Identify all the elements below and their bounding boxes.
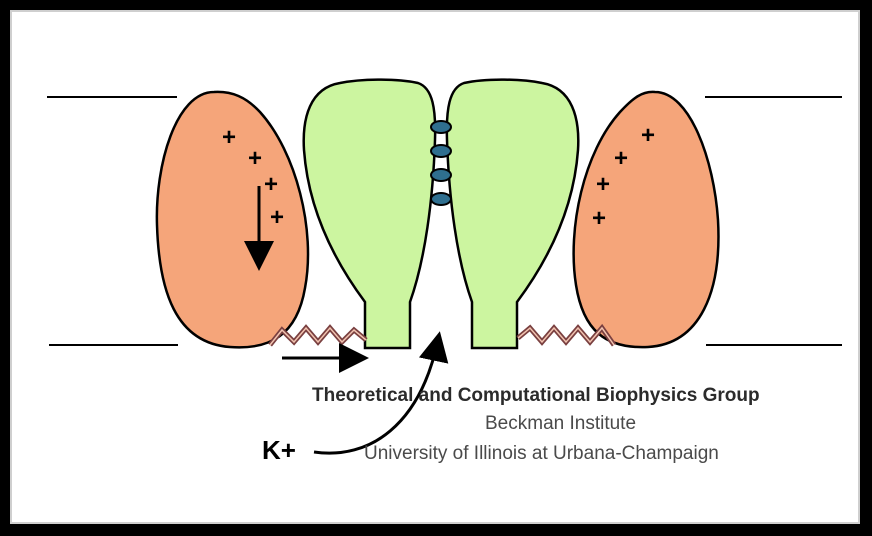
pore-domain-left <box>304 80 435 348</box>
filter-ring <box>431 145 451 157</box>
charge-plus-left: + <box>264 171 278 198</box>
credit-institute: Beckman Institute <box>485 413 636 434</box>
credit-group: Theoretical and Computational Biophysics… <box>312 385 760 406</box>
credit-university: University of Illinois at Urbana-Champai… <box>364 443 719 464</box>
pore-domain-right <box>447 80 578 348</box>
filter-ring <box>431 121 451 133</box>
charge-plus-right: + <box>592 205 606 232</box>
charge-plus-left: + <box>248 145 262 172</box>
charge-plus-right: + <box>614 145 628 172</box>
charge-plus-right: + <box>596 171 610 198</box>
charge-plus-left: + <box>222 124 236 151</box>
linker-right-core <box>518 328 614 345</box>
filter-ring <box>431 169 451 181</box>
filter-ring <box>431 193 451 205</box>
charge-plus-left: + <box>270 204 284 231</box>
charge-plus-right: + <box>641 122 655 149</box>
ion-label: K+ <box>262 435 296 465</box>
